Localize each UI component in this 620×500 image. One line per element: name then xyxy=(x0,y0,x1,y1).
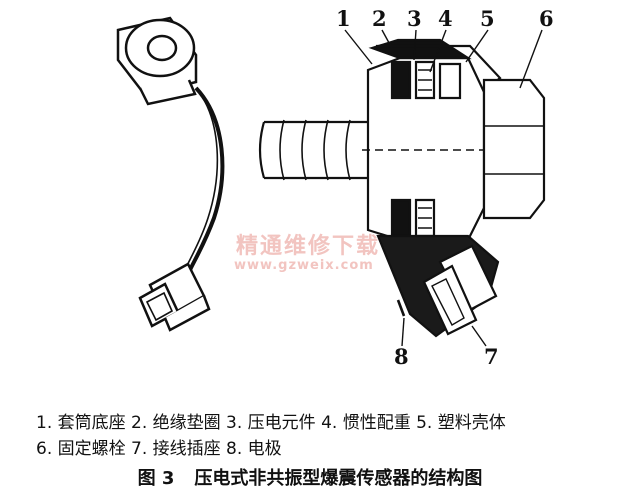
callout-7: 7 xyxy=(484,344,499,369)
sensor-external-view xyxy=(116,16,225,332)
legend-line-1: 1. 套筒底座 2. 绝缘垫圈 3. 压电元件 4. 惯性配重 5. 塑料壳体 xyxy=(36,413,506,433)
watermark-text: 精通维修下载 xyxy=(236,234,381,259)
figure-caption: 图 3 压电式非共振型爆震传感器的结构图 xyxy=(0,464,620,490)
watermark-url: www.gzweix.com xyxy=(234,258,374,273)
callout-8: 8 xyxy=(394,344,409,369)
callout-1: 1 xyxy=(336,6,351,31)
callout-2: 2 xyxy=(372,6,387,31)
figure-title: 压电式非共振型爆震传感器的结构图 xyxy=(194,468,483,489)
sensor-cross-section xyxy=(258,38,546,338)
callout-5: 5 xyxy=(480,6,495,31)
sensor-drawing xyxy=(116,16,546,347)
callout-4: 4 xyxy=(438,6,453,31)
callout-6: 6 xyxy=(539,6,554,31)
threaded-shaft xyxy=(258,119,368,181)
leader-lines xyxy=(344,29,543,347)
legend-line-2: 6. 固定螺栓 7. 接线插座 8. 电极 xyxy=(36,439,282,459)
callout-3: 3 xyxy=(407,6,422,31)
figure-number: 图 3 xyxy=(137,468,175,489)
